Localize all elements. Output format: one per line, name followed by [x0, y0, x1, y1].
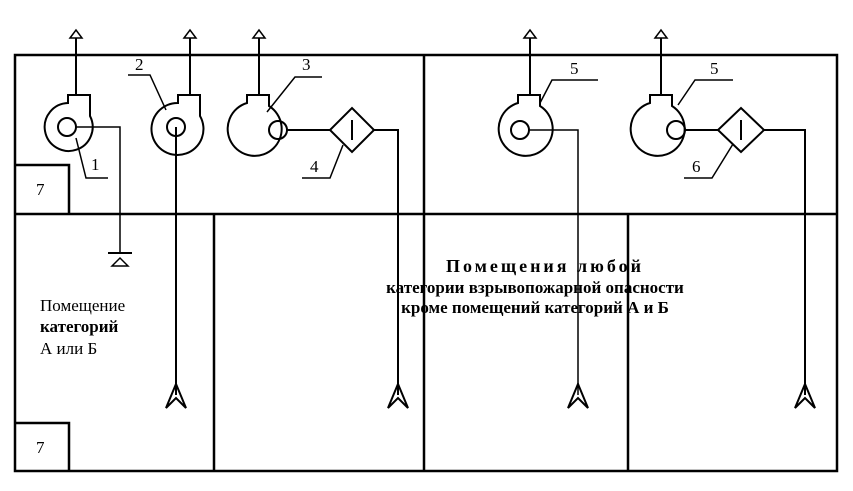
room-label-any-category: Помещения любой категории взрывопожарной…: [330, 256, 740, 318]
leader-2: [128, 74, 167, 111]
callout-5a: 5: [570, 59, 579, 78]
room-left-line-3: А или Б: [40, 338, 98, 358]
fan-3-icon: [226, 94, 330, 157]
room-any-line-2: категории взрывопожарной опасности: [386, 277, 684, 297]
box-7-bottom: [15, 421, 71, 471]
callout-2: 2: [135, 55, 144, 74]
exhaust-arrow-5a-icon: [522, 28, 538, 39]
exhaust-arrow-2-icon: [182, 28, 198, 39]
exhaust-stacks: [68, 28, 669, 95]
leader-lines: [75, 74, 734, 179]
leader-5a: [539, 79, 598, 104]
outer-wall: [13, 53, 839, 473]
leader-3: [266, 76, 322, 113]
callout-5b: 5: [710, 59, 719, 78]
callout-1: 1: [91, 155, 100, 174]
box-7-top: [15, 163, 71, 214]
room-left-line-2: категорий: [40, 317, 119, 337]
building-walls: [13, 53, 839, 473]
room-left-line-1: Помещение: [40, 296, 126, 315]
exhaust-arrow-1-icon: [68, 28, 84, 39]
box-7-top-label: 7: [36, 180, 45, 199]
callout-4: 4: [310, 157, 319, 176]
callout-6: 6: [692, 157, 701, 176]
room-any-line-1: Помещения любой: [445, 256, 645, 276]
fan-5b-icon: [629, 94, 718, 157]
filter-4-icon: [328, 106, 409, 409]
leader-5b: [677, 79, 733, 106]
fan-2-icon: [150, 94, 205, 409]
box-7-bottom-label: 7: [36, 438, 45, 457]
leader-6: [684, 143, 734, 179]
leader-4: [302, 144, 344, 179]
leader-1: [75, 137, 108, 179]
exhaust-arrow-3-icon: [251, 28, 267, 39]
room-label-category-a-b: Помещение категорий А или Б: [40, 296, 125, 360]
room-any-line-3: кроме помещений категорий А и Б: [401, 297, 669, 317]
fan-1-icon: [43, 94, 121, 253]
ground-icon: [108, 252, 132, 267]
exhaust-arrow-5b-icon: [653, 28, 669, 39]
callout-3: 3: [302, 55, 311, 74]
fan-5a-icon: [497, 94, 589, 409]
